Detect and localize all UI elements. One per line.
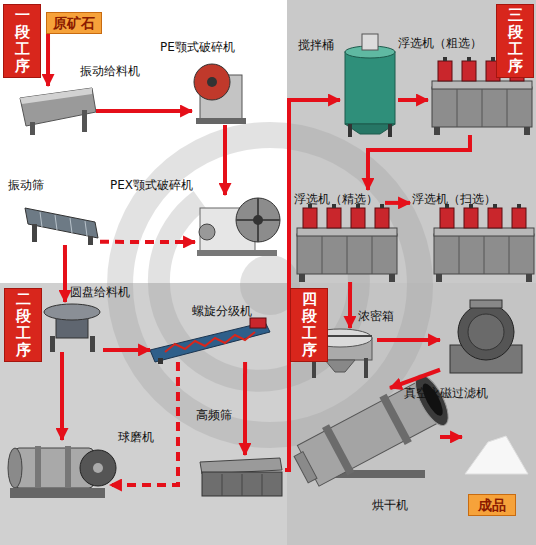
machine-label: 烘干机 — [372, 498, 408, 512]
machine-label: 浮选机（扫选） — [412, 192, 496, 206]
scavenger-flotation: 浮选机（扫选） — [410, 190, 534, 282]
machine-label: 搅拌桶 — [298, 38, 334, 52]
agitation-tank: 搅拌桶 — [340, 32, 398, 137]
machine-label: PEX颚式破碎机 — [110, 178, 193, 192]
vacuum-filter: 真空永磁过滤机 — [440, 300, 530, 375]
machine-label: PE颚式破碎机 — [160, 40, 235, 54]
input-tag: 原矿石 — [46, 12, 102, 34]
stage-band: 二段工序圆盘给料机螺旋分级机球磨机高频筛 — [0, 283, 287, 545]
vibrating-feeder: 振动给料机 — [18, 86, 96, 136]
machine-label: 浮选机（精选） — [294, 192, 378, 206]
machine-label: 振动给料机 — [80, 64, 140, 78]
machine-label: 高频筛 — [196, 408, 232, 422]
machine-label: 球磨机 — [118, 430, 154, 444]
fine-jaw-crusher: PEX颚式破碎机 — [195, 195, 280, 257]
ball-mill: 球磨机 — [5, 440, 110, 500]
machine-label: 螺旋分级机 — [192, 304, 252, 318]
rotary-dryer: 烘干机 — [300, 388, 440, 478]
high-frequency-screen: 高频筛 — [193, 455, 285, 500]
stage-band: 四段工序浓密箱真空永磁过滤机烘干机成品 — [287, 283, 536, 545]
stage-band: 一段工序原矿石振动给料机 PE颚式破碎机振动筛 PEX颚式破碎机 — [0, 0, 287, 283]
machine-label: 浓密箱 — [358, 309, 394, 323]
vibrating-screen: 振动筛 — [25, 200, 100, 245]
stage-label: 一段工序 — [3, 4, 41, 78]
stage-band: 三段工序搅拌桶浮选机（粗选）浮选机（精选）浮选机（扫选） — [287, 0, 536, 283]
cleaner-flotation: 浮选机（精选） — [293, 190, 385, 282]
stage-label: 四段工序 — [290, 288, 328, 362]
machine-label: 振动筛 — [8, 178, 44, 192]
machine-label: 圆盘给料机 — [70, 285, 130, 299]
product-tag: 成品 — [462, 428, 528, 516]
material-label: 成品 — [468, 494, 516, 516]
stage-label: 二段工序 — [4, 288, 42, 362]
stage-label: 三段工序 — [496, 4, 534, 78]
machine-label: 真空永磁过滤机 — [404, 386, 488, 400]
machine-label: 浮选机（粗选） — [398, 36, 482, 50]
spiral-classifier: 螺旋分级机 — [150, 320, 270, 362]
material-label: 原矿石 — [46, 12, 102, 34]
jaw-crusher: PE颚式破碎机 — [192, 60, 247, 125]
disc-feeder: 圆盘给料机 — [45, 302, 103, 352]
